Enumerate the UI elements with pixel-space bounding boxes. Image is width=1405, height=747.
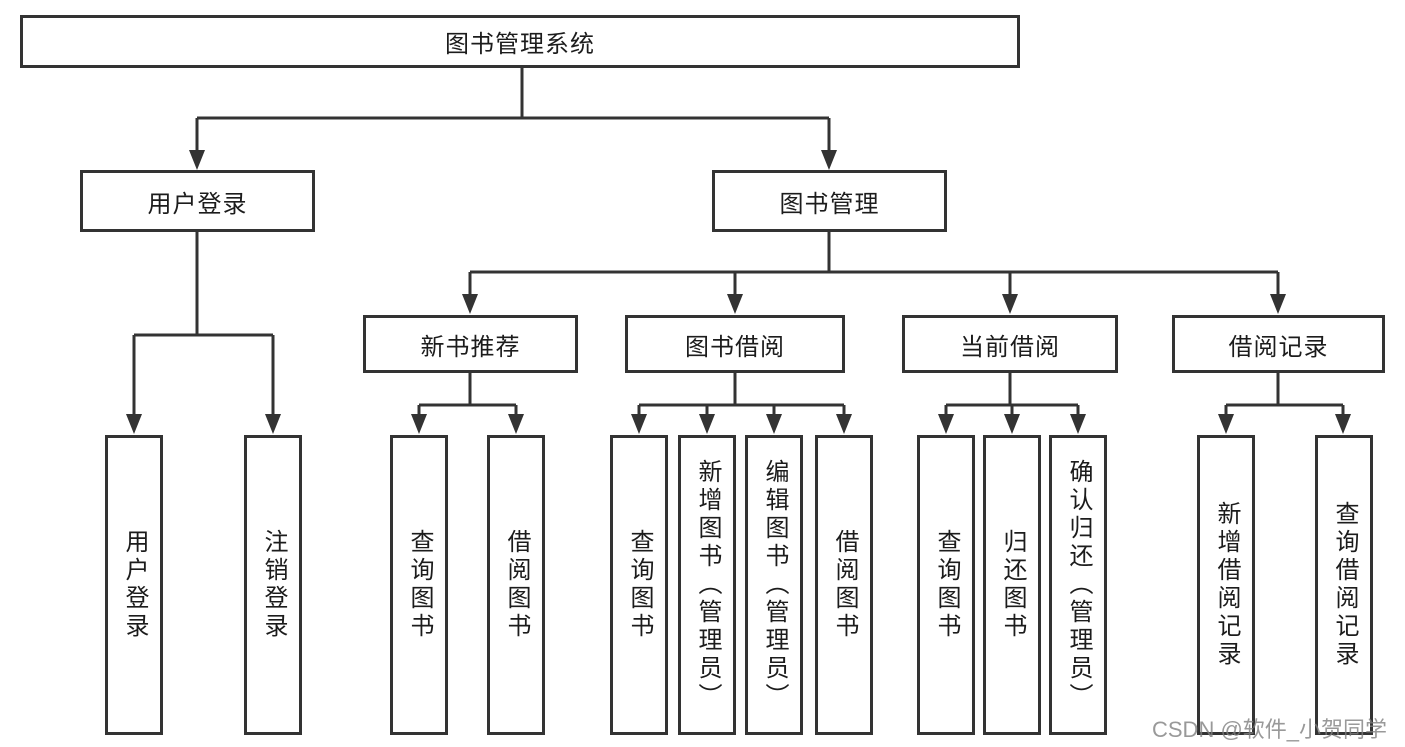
- watermark: CSDN @软件_小贺同学: [1152, 717, 1388, 742]
- leaf-logout: 注销登录: [244, 435, 302, 735]
- leaf-user-login: 用户登录: [105, 435, 163, 735]
- node-label: 当前借阅: [960, 333, 1060, 361]
- node-label: 借阅记录: [1228, 333, 1329, 361]
- node-label: 新书推荐: [420, 333, 521, 361]
- leaf-confirm-return-admin: 确认归还（管理员）: [1049, 435, 1107, 735]
- leaf-return-book: 归还图书: [983, 435, 1041, 735]
- leaf-query-book-borrowing: 查询图书: [610, 435, 668, 735]
- leaf-borrow-book-borrowing: 借阅图书: [815, 435, 873, 735]
- leaf-query-book-current: 查询图书: [917, 435, 975, 735]
- node-system-root: 图书管理系统: [20, 15, 1020, 68]
- node-book-management: 图书管理: [712, 170, 947, 232]
- node-new-book-recommend: 新书推荐: [363, 315, 578, 373]
- leaf-borrow-book-recommend: 借阅图书: [487, 435, 545, 735]
- leaf-add-book-admin: 新增图书（管理员）: [678, 435, 736, 735]
- node-label: 图书管理系统: [445, 31, 595, 58]
- leaf-edit-book-admin: 编辑图书（管理员）: [745, 435, 803, 735]
- node-label: 图书管理: [779, 190, 880, 218]
- arrowhead-icons: [126, 150, 1351, 434]
- leaf-add-borrow-record: 新增借阅记录: [1197, 435, 1255, 735]
- node-current-borrowing: 当前借阅: [902, 315, 1118, 373]
- leaf-query-book-recommend: 查询图书: [390, 435, 448, 735]
- node-borrow-records: 借阅记录: [1172, 315, 1385, 373]
- node-label: 用户登录: [147, 190, 248, 218]
- node-label: 图书借阅: [685, 333, 785, 361]
- node-user-login: 用户登录: [80, 170, 315, 232]
- leaf-query-borrow-record: 查询借阅记录: [1315, 435, 1373, 735]
- node-book-borrowing: 图书借阅: [625, 315, 845, 373]
